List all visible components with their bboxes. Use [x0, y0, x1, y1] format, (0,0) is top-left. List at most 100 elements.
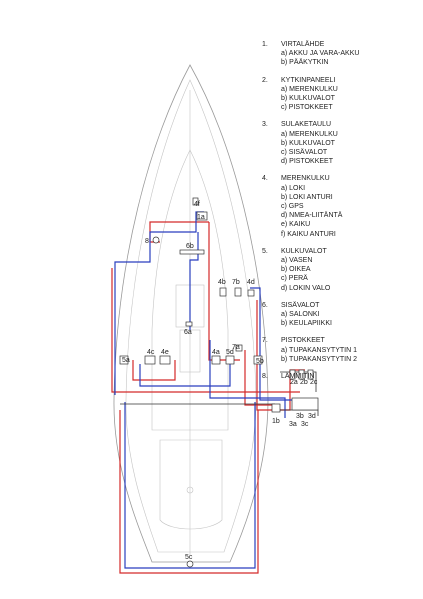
label-1b: 1b — [272, 418, 280, 425]
component-2b — [298, 369, 305, 380]
label-4a: 4a — [212, 349, 220, 356]
legend-item: b) KULKUVALOT — [281, 139, 335, 147]
label-4d: 4d — [247, 279, 255, 286]
component-4b — [219, 287, 227, 297]
legend-item: a) MERENKULKU — [281, 85, 338, 93]
component-5b — [253, 355, 263, 365]
label-2c: 2c — [310, 379, 318, 386]
legend-section: 8. LÄMMITIN — [262, 372, 422, 381]
legend-item: a) LOKI — [281, 184, 306, 192]
legend-item: a) TUPAKANSYTYTIN 1 — [281, 346, 357, 354]
legend-section-head: 3. SULAKETAULU — [262, 120, 422, 129]
label-4f: 4f — [194, 201, 200, 208]
legend-section-head: 4.MERENKULKU — [262, 174, 422, 183]
legend-item: f) KAIKU ANTURI — [281, 230, 336, 238]
legend-section-title: SULAKETAULU — [281, 121, 332, 129]
component-1a — [196, 211, 208, 221]
legend-section-title: LÄMMITIN — [281, 373, 315, 381]
legend-section-head: 5. KULKUVALOT — [262, 247, 422, 256]
component-5c — [186, 560, 194, 568]
components — [119, 197, 319, 568]
legend-section-head: 7.PISTOKKEET — [262, 336, 422, 345]
blue-wire-panel — [209, 340, 286, 418]
label-3c: 3c — [301, 421, 309, 428]
legend-item: b) KEULAPIIKKI — [281, 320, 332, 328]
label-1a: 1a — [197, 214, 205, 221]
legend-item: b) LOKI ANTURI — [281, 193, 333, 201]
blue-wire-bow — [114, 211, 204, 395]
legend-section-head: 8. LÄMMITIN — [262, 372, 422, 381]
label-4b: 4b — [218, 279, 226, 286]
legend-section-number: 2. — [262, 76, 268, 84]
label-6b: 6b — [186, 243, 194, 250]
legend-item: a) AKKU JA VARA-AKKU — [281, 50, 360, 58]
cockpit-outline — [159, 439, 223, 530]
legend-item: a) VASEN — [281, 257, 313, 265]
label-7b: 7b — [232, 279, 240, 286]
legend-item: a) SALONKI — [281, 311, 320, 319]
component-4e — [159, 355, 171, 365]
label-5d: 5d — [226, 349, 234, 356]
legend-section-title: KULKUVALOT — [281, 247, 327, 255]
hull-drawing — [113, 64, 269, 563]
component-5d — [225, 355, 235, 365]
component-4f — [192, 197, 199, 206]
red-wire-stern — [119, 410, 259, 574]
blue-wire-starboard — [250, 287, 300, 401]
component-2c — [307, 369, 314, 380]
legend-section-number: 1. — [262, 41, 268, 48]
legend-item: c) SISÄVALOT — [281, 149, 328, 157]
legend-section-number: 6. — [262, 301, 268, 309]
legend-section-number: 3. — [262, 121, 268, 129]
component-1b — [271, 403, 281, 413]
component-7b — [234, 287, 242, 297]
label-6a: 6a — [184, 329, 192, 336]
legend-section-head: 6.SISÄVALOT — [262, 301, 422, 310]
component-4c — [144, 355, 156, 365]
legend-section-number: 8. — [262, 373, 268, 381]
component-8 — [152, 236, 160, 244]
legend-section-number: 7. — [262, 337, 268, 345]
component-labels: 4f 1a 8 6b 4b 7b 4d 6a 7a 5a 4c 4e 4a 5d… — [122, 201, 318, 561]
legend-item: d) LOKIN VALO — [281, 284, 331, 292]
legend-section-number: 5. — [262, 247, 268, 255]
legend-item: e) KAIKU — [281, 221, 311, 229]
component-6a — [185, 321, 193, 327]
component-4d — [247, 289, 255, 297]
legend-item: b) OIKEA — [281, 266, 311, 274]
legend-item: b) KULKUVALOT — [281, 95, 335, 103]
label-2a: 2a — [290, 379, 298, 386]
legend-item: d) NMEA-LIITÄNTÄ — [281, 212, 343, 220]
label-5b: 5b — [256, 358, 264, 365]
legend-item: b) PÄÄKYTKIN — [281, 59, 329, 67]
label-4c: 4c — [147, 349, 155, 356]
legend-item: c) PERÄ — [281, 275, 308, 283]
label-4e: 4e — [161, 349, 169, 356]
blue-wire-stern — [124, 402, 256, 569]
component-6b — [179, 249, 205, 255]
legend-section-title: VIRTALÄHDE — [281, 41, 325, 48]
component-2a — [289, 369, 296, 380]
label-2b: 2b — [300, 379, 308, 386]
legend-item: b) TUPAKANSYTYTIN 2 — [281, 355, 357, 363]
component-7a — [235, 344, 243, 352]
component-3-fuse-box — [291, 397, 319, 411]
label-3d: 3d — [308, 413, 316, 420]
legend-item: c) PISTOKKEET — [281, 104, 333, 112]
label-3a: 3a — [289, 421, 297, 428]
legend-item: d) PISTOKKEET — [281, 158, 333, 166]
legend-section-number: 4. — [262, 175, 268, 183]
legend-item: c) GPS — [281, 203, 304, 211]
negative-wiring — [114, 211, 300, 569]
label-5a: 5a — [122, 357, 130, 364]
legend-item: a) MERENKULKU — [281, 130, 338, 138]
